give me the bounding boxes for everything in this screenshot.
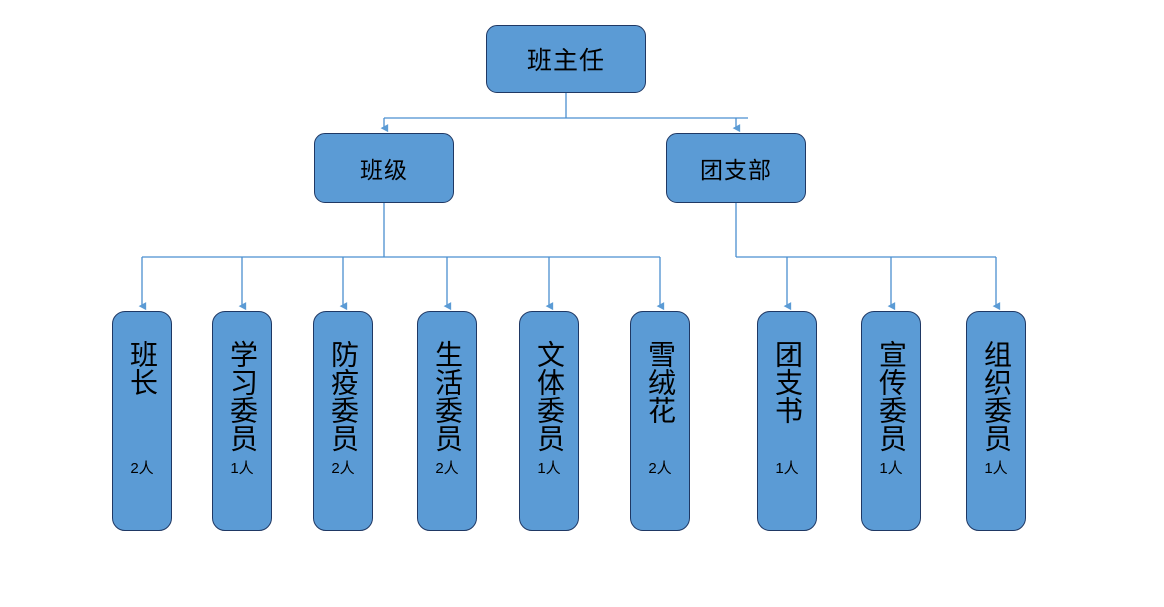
node-label: 雪绒花: [645, 340, 676, 424]
node-count: 1人: [537, 460, 561, 477]
node-leaf-monitor[interactable]: 班长 2人: [112, 311, 172, 531]
node-label: 团支书: [772, 340, 803, 424]
node-leaf-league-secretary[interactable]: 团支书 1人: [757, 311, 817, 531]
node-count: 2人: [331, 460, 355, 477]
node-count: 2人: [648, 460, 672, 477]
node-count: 1人: [230, 460, 254, 477]
node-leaf-publicity-officer[interactable]: 宣传委员 1人: [861, 311, 921, 531]
node-count: 2人: [435, 460, 459, 477]
node-leaf-arts-sports-officer[interactable]: 文体委员 1人: [519, 311, 579, 531]
node-leaf-life-officer[interactable]: 生活委员 2人: [417, 311, 477, 531]
node-label: 防疫委员: [328, 340, 359, 452]
node-class-committee[interactable]: 班级: [314, 133, 454, 203]
node-count: 1人: [984, 460, 1008, 477]
node-label: 宣传委员: [876, 340, 907, 452]
node-count: 2人: [130, 460, 154, 477]
node-count: 1人: [879, 460, 903, 477]
node-leaf-study-officer[interactable]: 学习委员 1人: [212, 311, 272, 531]
node-leaf-organization-officer[interactable]: 组织委员 1人: [966, 311, 1026, 531]
node-label: 团支部: [700, 157, 772, 183]
node-youth-league-branch[interactable]: 团支部: [666, 133, 806, 203]
node-leaf-edelweiss[interactable]: 雪绒花 2人: [630, 311, 690, 531]
node-leaf-epidemic-officer[interactable]: 防疫委员 2人: [313, 311, 373, 531]
node-label: 学习委员: [227, 340, 258, 452]
node-class-teacher[interactable]: 班主任: [486, 25, 646, 93]
node-label: 组织委员: [981, 340, 1012, 452]
node-label: 文体委员: [534, 340, 565, 452]
node-label: 班主任: [526, 47, 605, 75]
node-count: 1人: [775, 460, 799, 477]
node-label: 班级: [360, 157, 408, 183]
node-label: 班长: [127, 340, 158, 396]
node-label: 生活委员: [432, 340, 463, 452]
